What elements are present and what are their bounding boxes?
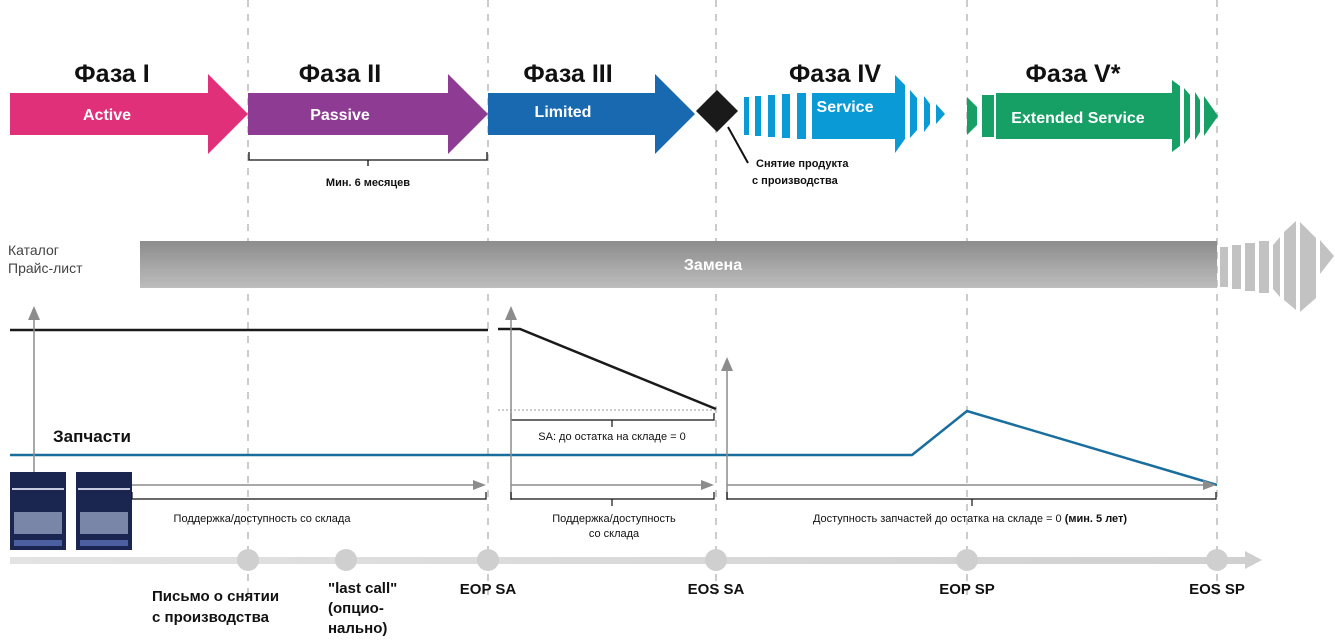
- phase-label-passive: Passive: [310, 107, 370, 124]
- milestone-letter-line-2: с производства: [152, 609, 270, 626]
- milestone-eos-sa: EOS SA: [688, 581, 745, 598]
- discontinuation-pointer: [727, 126, 749, 164]
- catalog-thumbnail-2: [76, 472, 132, 550]
- milestone-eos-sp: EOS SP: [1189, 581, 1245, 598]
- phase-label-limited: Limited: [535, 104, 592, 121]
- phase-label-extended-service: Extended Service: [1011, 110, 1145, 127]
- milestone-dot-eop-sa: [477, 549, 499, 571]
- parts-availability-label: Доступность запчастей до остатка на скла…: [813, 513, 1127, 525]
- milestone-last-call-line-2: (опцио-: [328, 600, 384, 617]
- phase-label-active: Active: [83, 107, 131, 124]
- phase-arrow-active: [10, 74, 248, 154]
- support-arrows: [132, 480, 1216, 490]
- phase-title-5: Фаза V*: [1026, 60, 1121, 88]
- min-six-months-bracket: [248, 152, 488, 166]
- phase-title-2: Фаза II: [299, 60, 381, 88]
- discontinuation-diamond-icon: [696, 90, 738, 132]
- replacement-bar: [140, 241, 1217, 288]
- milestone-dot-eop-sp: [956, 549, 978, 571]
- phase-title-3: Фаза III: [523, 60, 612, 88]
- phase-arrow-limited: [488, 74, 695, 154]
- service-label-bg: [812, 97, 882, 135]
- milestone-eop-sp: EOP SP: [939, 581, 995, 598]
- support-label-2-line-2: со склада: [589, 528, 640, 540]
- phase-arrow-extended-service: [967, 80, 1218, 152]
- catalog-label-1: Каталог: [8, 242, 59, 258]
- phase-title-1: Фаза I: [74, 60, 149, 88]
- replacement-label: Замена: [684, 257, 742, 274]
- support-label-2-line-1: Поддержка/доступность: [552, 513, 676, 525]
- milestone-last-call-line-1: "last call": [328, 580, 397, 597]
- sa-stock-label: SA: до остатка на складе = 0: [538, 431, 685, 443]
- parts-availability-text: Доступность запчастей до остатка на скла…: [813, 513, 1062, 525]
- phase-label-service: Service: [817, 99, 874, 116]
- support-bracket-1: [131, 492, 487, 500]
- parts-availability-bracket: [726, 492, 1217, 506]
- sa-stock-bracket: [510, 413, 715, 427]
- timeline-milestones: [237, 549, 1228, 571]
- vertical-arrows: [28, 306, 733, 500]
- product-stock-decline-line: [498, 327, 717, 411]
- spare-parts-label: Запчасти: [53, 427, 131, 446]
- catalog-label-2: Прайс-лист: [8, 260, 83, 276]
- timeline-axis: [10, 557, 1247, 564]
- milestone-letter-line-1: Письмо о снятии: [152, 588, 279, 605]
- milestone-dot-last-call: [335, 549, 357, 571]
- discontinuation-line-1: Снятие продукта: [756, 158, 849, 170]
- milestone-dot-letter: [237, 549, 259, 571]
- replacement-arrow-tail: [1220, 221, 1334, 312]
- phase-arrow-passive: [248, 74, 488, 154]
- catalog-thumbnail-1: [10, 472, 66, 550]
- timeline-arrowhead: [1245, 551, 1262, 569]
- support-label-1: Поддержка/доступность со склада: [174, 513, 352, 525]
- discontinuation-line-2: с производства: [752, 175, 839, 187]
- phase-title-4: Фаза IV: [789, 60, 881, 88]
- support-bracket-2: [510, 492, 715, 506]
- min-six-months-label: Мин. 6 месяцев: [326, 177, 410, 189]
- phase-separators: [247, 0, 1218, 600]
- milestone-last-call-line-3: нально): [328, 620, 387, 637]
- milestone-dot-eos-sa: [705, 549, 727, 571]
- parts-availability-bold: (мин. 5 лет): [1065, 513, 1128, 525]
- milestone-eop-sa: EOP SA: [460, 581, 517, 598]
- milestone-dot-eos-sp: [1206, 549, 1228, 571]
- spare-parts-line: [10, 409, 1218, 487]
